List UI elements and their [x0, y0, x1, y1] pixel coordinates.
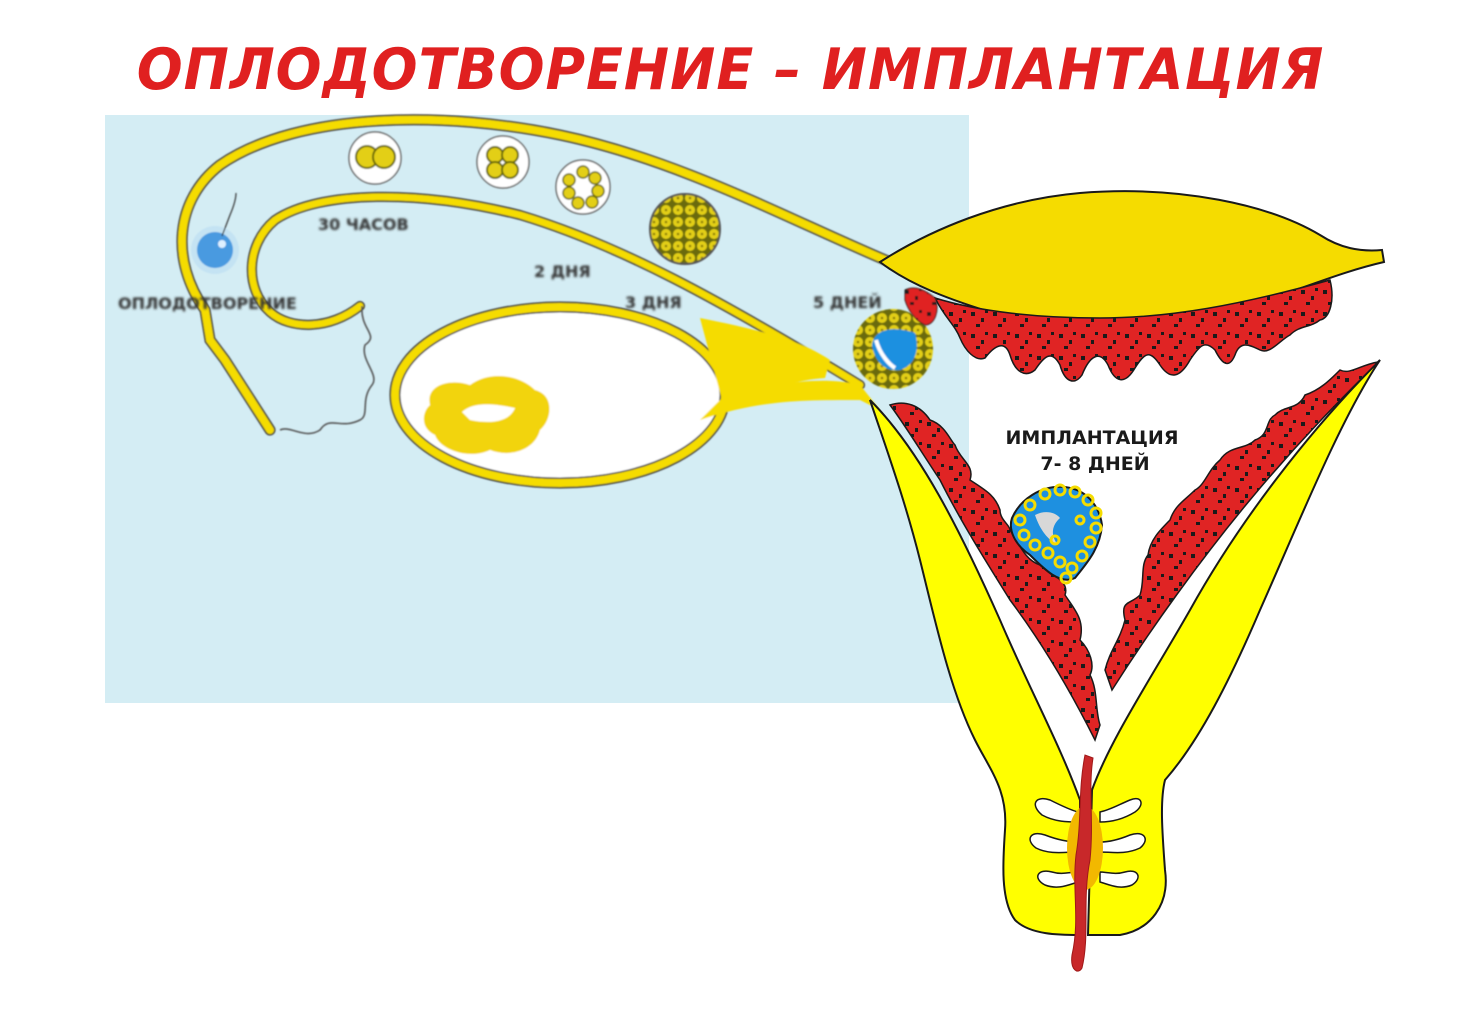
- label-5-days: 5 ДНЕЙ: [813, 293, 882, 312]
- eight-cell-embryo-icon: [555, 159, 611, 215]
- label-2-days: 2 ДНЯ: [534, 262, 591, 281]
- embryo-stages: [191, 131, 933, 389]
- implanted-blastocyst-icon: [1010, 483, 1104, 585]
- label-implantation-days: 7- 8 ДНЕЙ: [1040, 452, 1149, 475]
- endometrium-right: [1104, 360, 1381, 692]
- blastocyst-icon: [853, 309, 933, 389]
- uterine-wall-left: [869, 399, 1081, 937]
- uterus: [869, 190, 1386, 972]
- endometrium-left: [888, 402, 1101, 742]
- label-3-days: 3 ДНЯ: [625, 293, 682, 312]
- diagram-title: ОПЛОДОТВОРЕНИЕ – ИМПЛАНТАЦИЯ: [136, 36, 1325, 103]
- label-implantation: ИМПЛАНТАЦИЯ: [1006, 427, 1179, 449]
- label-30-hours: 30 ЧАСОВ: [318, 215, 409, 234]
- label-fertilization: ОПЛОДОТВОРЕНИЕ: [118, 294, 297, 313]
- uterine-wall-right: [1086, 359, 1381, 936]
- morula-icon: [649, 193, 721, 265]
- fimbriae: [279, 305, 375, 435]
- bleeding-streak: [1071, 754, 1094, 972]
- four-cell-embryo-icon: [476, 135, 530, 189]
- endometrium-top: [933, 279, 1333, 382]
- zygote-icon: [191, 192, 239, 274]
- cervical-glands: [1029, 798, 1146, 888]
- fallopian-tube: [176, 114, 896, 489]
- two-cell-embryo-icon: [348, 131, 402, 185]
